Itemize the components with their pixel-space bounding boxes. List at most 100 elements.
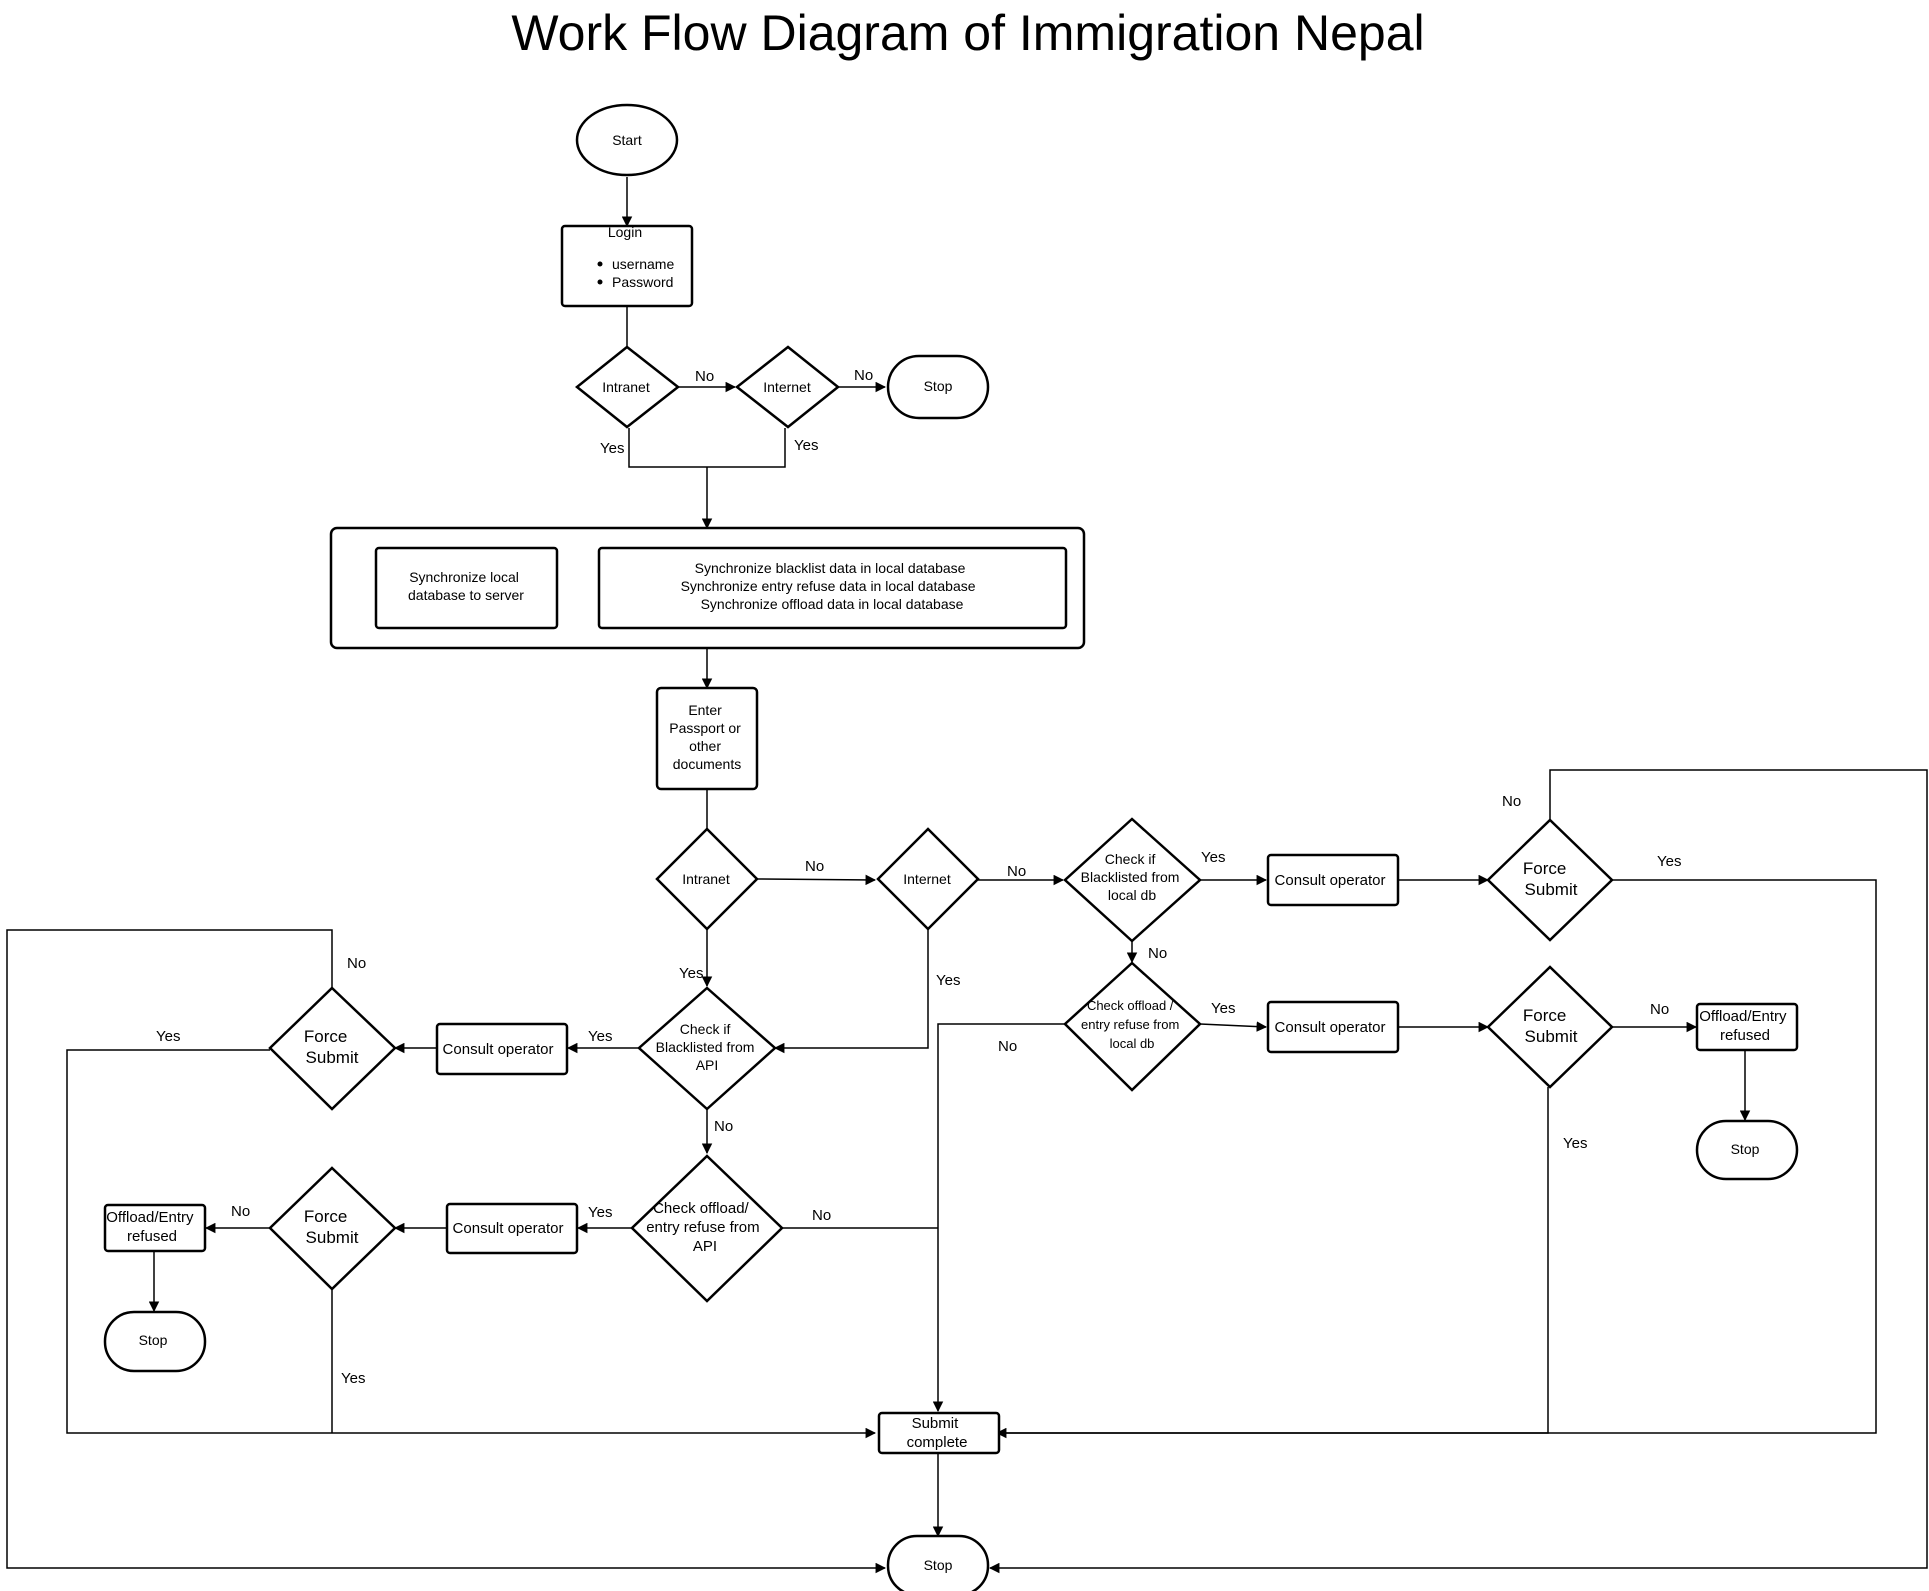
submit-complete-box[interactable] bbox=[877, 1411, 1001, 1455]
check-blacklist-local-decision[interactable] bbox=[1063, 817, 1202, 943]
connectors bbox=[6, 177, 1928, 1574]
diagram-title: Work Flow Diagram of Immigration Nepal bbox=[511, 5, 1424, 61]
stop-terminal-2[interactable] bbox=[1695, 1119, 1799, 1181]
sync-local-label: Synchronize local database to server bbox=[408, 569, 524, 603]
consult-operator-box-3[interactable] bbox=[435, 1022, 569, 1076]
force-submit-1-line-2: Submit bbox=[1525, 880, 1578, 899]
sync-local-line-2: database to server bbox=[408, 587, 524, 603]
edge-label-force4-no: No bbox=[231, 1203, 250, 1220]
enter-passport-box[interactable] bbox=[655, 686, 759, 791]
check-blacklist-api-decision[interactable] bbox=[637, 986, 777, 1111]
login-title: Login bbox=[608, 224, 642, 240]
check-offload-local-decision[interactable] bbox=[1063, 961, 1202, 1092]
edge-label-offload-api-no: No bbox=[812, 1207, 831, 1224]
force-submit-label-2: Force Submit bbox=[1523, 1006, 1578, 1046]
consult-operator-label-3: Consult operator bbox=[443, 1041, 554, 1058]
sync-data-line-3: Synchronize offload data in local databa… bbox=[701, 596, 964, 612]
check-offload-api-decision[interactable] bbox=[630, 1154, 784, 1303]
internet-label-1: Internet bbox=[763, 379, 811, 395]
edge-label-internet1-yes: Yes bbox=[794, 437, 818, 454]
check-offload-local-line-3: local db bbox=[1110, 1036, 1155, 1051]
edge-label-offload-local-yes: Yes bbox=[1211, 1000, 1235, 1017]
consult-operator-box-1[interactable] bbox=[1266, 853, 1400, 907]
edge-label-force2-yes: Yes bbox=[1563, 1135, 1587, 1152]
check-offload-api-line-3: API bbox=[693, 1238, 717, 1255]
force-submit-decision-3[interactable] bbox=[268, 986, 397, 1111]
force-submit-label-3: Force Submit bbox=[304, 1027, 359, 1067]
check-offload-local-line-2: entry refuse from bbox=[1081, 1017, 1179, 1032]
offload-refused-box-1[interactable] bbox=[1695, 1002, 1799, 1052]
sync-local-box[interactable] bbox=[374, 546, 559, 630]
check-offload-api-line-2: entry refuse from bbox=[646, 1219, 759, 1236]
login-item-username: username bbox=[612, 256, 674, 272]
sync-local-line-1: Synchronize local bbox=[409, 569, 519, 585]
submit-complete-label: Submit complete bbox=[907, 1415, 968, 1451]
edge-label-blacklist-api-no: No bbox=[714, 1118, 733, 1135]
force-submit-decision-1[interactable] bbox=[1486, 818, 1614, 942]
bullet-icon bbox=[597, 261, 603, 267]
edge-label-force3-no: No bbox=[347, 955, 366, 972]
edge-label-offload-api-yes: Yes bbox=[588, 1204, 612, 1221]
force-submit-4-line-2: Submit bbox=[306, 1228, 359, 1247]
edge-internet2-yes-blacklist-api bbox=[773, 929, 929, 1054]
start-node[interactable] bbox=[575, 103, 679, 177]
edge-force2-yes-submit bbox=[997, 1087, 1549, 1434]
force-submit-3-line-2: Submit bbox=[306, 1048, 359, 1067]
force-submit-decision-4[interactable] bbox=[268, 1166, 397, 1291]
internet-decision-2[interactable] bbox=[876, 827, 980, 931]
stop-label-3: Stop bbox=[139, 1332, 168, 1348]
stop-label-final: Stop bbox=[924, 1557, 953, 1573]
edge-labels: No No Yes Yes No No Yes Yes Yes No No Ye… bbox=[156, 367, 1681, 1387]
edge-label-intranet2-no: No bbox=[805, 858, 824, 875]
edge-label-internet2-yes: Yes bbox=[936, 972, 960, 989]
login-box[interactable] bbox=[560, 224, 694, 308]
check-offload-local-line-1: Check offload / bbox=[1087, 998, 1174, 1013]
check-offload-api-label: Check offload/ entry refuse from API bbox=[646, 1200, 764, 1255]
start-label: Start bbox=[612, 132, 642, 148]
edge-label-internet2-no: No bbox=[1007, 863, 1026, 880]
force-submit-2-line-2: Submit bbox=[1525, 1027, 1578, 1046]
edge-force3-yes-submit bbox=[66, 1049, 877, 1439]
edge-label-force3-yes: Yes bbox=[156, 1028, 180, 1045]
check-offload-api-line-1: Check offload/ bbox=[653, 1200, 749, 1217]
offload-refused-2-line-1: Offload/Entry bbox=[106, 1209, 194, 1226]
check-blacklist-local-line-3: local db bbox=[1108, 887, 1156, 903]
intranet-decision-2[interactable] bbox=[655, 827, 759, 931]
enter-passport-line-1: Enter bbox=[688, 702, 722, 718]
offload-refused-2-line-2: refused bbox=[127, 1228, 177, 1245]
edge-force1-no-stop-final bbox=[988, 769, 1928, 1574]
force-submit-label-4: Force Submit bbox=[304, 1207, 359, 1247]
login-item-password: Password bbox=[612, 274, 673, 290]
intranet-decision-1[interactable] bbox=[574, 345, 681, 429]
edge-label-blacklist-local-no: No bbox=[1148, 945, 1167, 962]
internet-label-2: Internet bbox=[903, 871, 951, 887]
consult-operator-box-4[interactable] bbox=[445, 1202, 579, 1255]
edge-offload-local-no-submit bbox=[932, 1023, 1065, 1413]
enter-passport-line-3: other bbox=[689, 738, 721, 754]
force-submit-1-line-1: Force bbox=[1523, 859, 1566, 878]
check-blacklist-api-line-3: API bbox=[696, 1057, 719, 1073]
force-submit-2-line-1: Force bbox=[1523, 1006, 1566, 1025]
force-submit-3-line-1: Force bbox=[304, 1027, 347, 1046]
edge-intranet2-internet2 bbox=[756, 874, 877, 886]
edge-label-internet1-no: No bbox=[854, 367, 873, 384]
consult-operator-label-1: Consult operator bbox=[1275, 872, 1386, 889]
edge-yes-merge-bracket bbox=[628, 428, 786, 468]
intranet-label-1: Intranet bbox=[602, 379, 650, 395]
consult-operator-label-4: Consult operator bbox=[453, 1220, 564, 1237]
offload-refused-box-2[interactable] bbox=[103, 1203, 207, 1253]
force-submit-decision-2[interactable] bbox=[1486, 965, 1614, 1089]
enter-passport-line-2: Passport or bbox=[669, 720, 741, 736]
edge-offload-local-consult2 bbox=[1199, 1021, 1268, 1032]
edge-label-intranet2-yes: Yes bbox=[679, 965, 703, 982]
sync-data-box[interactable] bbox=[597, 546, 1068, 630]
stop-terminal-final[interactable] bbox=[886, 1534, 990, 1591]
submit-complete-line-1: Submit bbox=[912, 1415, 960, 1432]
consult-operator-box-2[interactable] bbox=[1266, 1000, 1400, 1054]
internet-decision-1[interactable] bbox=[734, 345, 841, 429]
edge-label-offload-local-no: No bbox=[998, 1038, 1017, 1055]
bullet-icon bbox=[597, 279, 603, 285]
stop-terminal-3[interactable] bbox=[103, 1310, 207, 1373]
offload-refused-1-line-1: Offload/Entry bbox=[1699, 1008, 1787, 1025]
stop-terminal-1[interactable] bbox=[886, 354, 990, 420]
